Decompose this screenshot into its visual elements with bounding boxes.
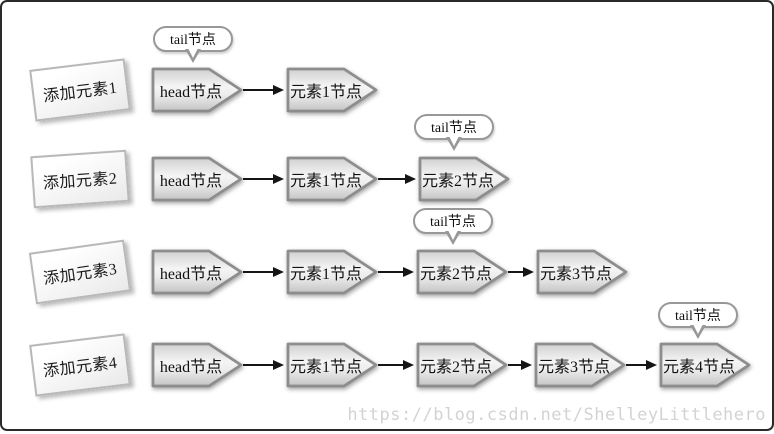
step-label: 添加元素2 — [42, 170, 118, 193]
node-label: head节点 — [159, 359, 223, 376]
step-label-card: 添加元素4 — [29, 333, 131, 397]
link-arrow-icon — [243, 267, 284, 277]
link-arrow-icon — [243, 85, 284, 95]
list-node-head: head节点 — [149, 247, 245, 297]
pentagon-node-shape-icon — [416, 342, 508, 388]
list-node-element2: 元素2节点 — [416, 154, 512, 204]
list-node-head: head节点 — [149, 65, 245, 115]
pentagon-node-shape-icon — [286, 249, 378, 295]
node-label: 元素1节点 — [289, 266, 362, 283]
pentagon-node-shape-icon — [418, 156, 510, 202]
link-arrow-icon — [378, 174, 416, 184]
step-label: 添加元素3 — [42, 260, 119, 289]
node-label: 元素3节点 — [539, 266, 612, 283]
list-node-head: head节点 — [149, 154, 245, 204]
list-node-element2: 元素2节点 — [414, 340, 510, 390]
pentagon-node-shape-icon — [534, 342, 626, 388]
node-label: head节点 — [159, 266, 223, 283]
step-label-card: 添加元素2 — [30, 149, 130, 209]
node-label: 元素1节点 — [289, 84, 362, 101]
pentagon-node-shape-icon — [151, 156, 243, 202]
list-node-element1: 元素1节点 — [284, 65, 380, 115]
list-node-element3: 元素3节点 — [532, 340, 628, 390]
tail-pointer-callout: tail节点 — [414, 114, 494, 151]
link-arrow-icon — [378, 360, 414, 370]
node-label: 元素2节点 — [419, 266, 492, 283]
step-label-card: 添加元素1 — [29, 58, 131, 122]
list-node-element3: 元素3节点 — [534, 247, 630, 297]
callout-pointer-icon — [690, 324, 706, 339]
node-label: 元素2节点 — [419, 359, 492, 376]
tail-pointer-label: tail节点 — [675, 309, 721, 324]
step-label-card: 添加元素3 — [28, 239, 132, 305]
link-arrow-icon — [378, 267, 414, 277]
pentagon-node-shape-icon — [286, 342, 378, 388]
node-label: 元素3节点 — [537, 359, 610, 376]
link-arrow-icon — [243, 174, 284, 184]
node-label: head节点 — [159, 84, 223, 101]
node-label: 元素1节点 — [289, 359, 362, 376]
tail-pointer-callout: tail节点 — [658, 302, 738, 339]
callout-pointer-icon — [445, 230, 461, 245]
list-node-element1: 元素1节点 — [284, 247, 380, 297]
step-label: 添加元素1 — [42, 79, 119, 106]
list-node-element4: 元素4节点 — [657, 340, 753, 390]
pentagon-node-shape-icon — [536, 249, 628, 295]
tail-pointer-callout: tail节点 — [413, 208, 493, 245]
link-arrow-icon — [243, 360, 284, 370]
link-arrow-icon — [626, 360, 657, 370]
watermark-url-text: https://blog.csdn.net/ShelleyLittlehero — [347, 405, 766, 425]
step-label: 添加元素4 — [42, 354, 119, 381]
node-label: 元素4节点 — [662, 359, 735, 376]
link-arrow-icon — [508, 360, 532, 370]
tail-pointer-label: tail节点 — [430, 215, 476, 230]
list-node-element1: 元素1节点 — [284, 154, 380, 204]
list-node-head: head节点 — [149, 340, 245, 390]
tail-pointer-callout: tail节点 — [153, 26, 233, 63]
node-label: 元素2节点 — [421, 173, 494, 190]
pentagon-node-shape-icon — [659, 342, 751, 388]
pentagon-node-shape-icon — [416, 249, 508, 295]
list-node-element2: 元素2节点 — [414, 247, 510, 297]
node-label: head节点 — [159, 173, 223, 190]
callout-pointer-icon — [185, 48, 201, 63]
callout-pointer-icon — [446, 136, 462, 151]
pentagon-node-shape-icon — [151, 67, 243, 113]
link-arrow-icon — [508, 267, 534, 277]
node-label: 元素1节点 — [289, 173, 362, 190]
list-node-element1: 元素1节点 — [284, 340, 380, 390]
pentagon-node-shape-icon — [151, 249, 243, 295]
pentagon-node-shape-icon — [286, 156, 378, 202]
pentagon-node-shape-icon — [286, 67, 378, 113]
tail-pointer-label: tail节点 — [431, 121, 477, 136]
tail-pointer-label: tail节点 — [170, 33, 216, 48]
pentagon-node-shape-icon — [151, 342, 243, 388]
